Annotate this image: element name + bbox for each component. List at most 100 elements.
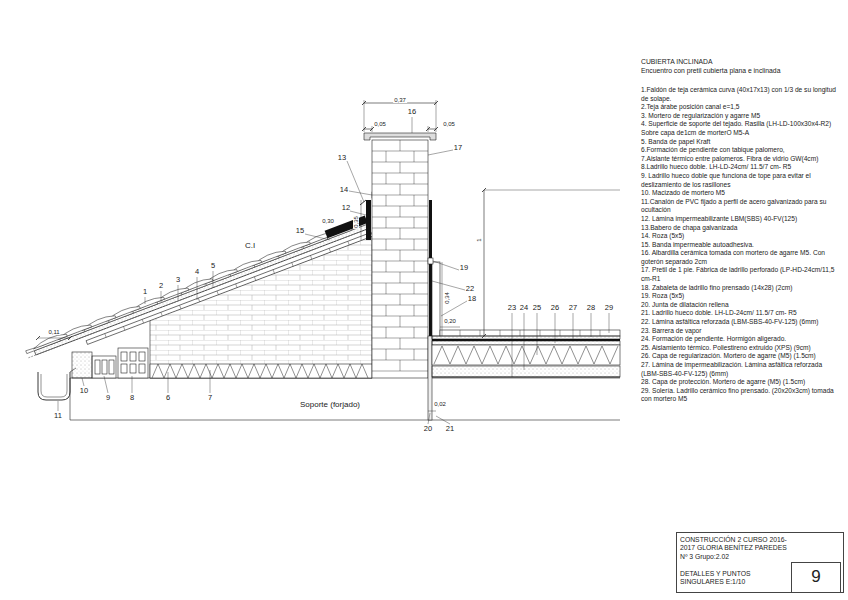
dimension-label: 0,20 (443, 318, 457, 324)
callout-number: 4 (195, 268, 199, 276)
callout-number: 19 (460, 264, 468, 272)
leader-line (609, 313, 610, 333)
mortar-bed (34, 224, 369, 355)
waterproof-sheet (366, 200, 371, 240)
leader-line (145, 297, 146, 304)
drawing-subtitle: Encuentro con pretil cubierta plana e in… (641, 67, 780, 76)
callout-number: 21 (446, 425, 454, 433)
roof-slope (24, 216, 373, 366)
brick-joint (414, 173, 415, 184)
brick-joint (414, 283, 415, 294)
tile-joint (460, 330, 461, 336)
chase (428, 258, 433, 264)
part-label: C.I (245, 242, 255, 250)
callout-number: 6 (166, 394, 170, 402)
brick-hole (130, 364, 136, 373)
leader-line (213, 271, 214, 288)
part-label: Soporte (forjado) (300, 401, 360, 409)
brick-joint (414, 217, 415, 228)
legend-item: 23. Barrera de vapor (641, 327, 841, 336)
rasilla-joint (236, 284, 237, 288)
tile-joint (520, 330, 521, 336)
gutter-bracket (70, 368, 76, 372)
brick-joint (400, 184, 401, 195)
callout-number: 25 (533, 304, 541, 312)
dimension-line (428, 129, 436, 130)
hollow-brick (118, 348, 148, 378)
protection-mortar (432, 336, 620, 339)
legend-item: 26. Capa de regularización. Mortero de a… (641, 352, 841, 361)
callout-number: 10 (80, 387, 88, 395)
title-block: CONSTRUCCIÓN 2 CURSO 2016-2017 GLORIA BE… (676, 532, 844, 593)
legend-item: 2.Teja árabe posición canal e=1,5 (641, 103, 841, 112)
callout-number: 23 (508, 304, 516, 312)
title-block-text: DETALLES Y PUNTOS SINGULARES E:1/10 (680, 570, 788, 587)
parapet-wall (372, 140, 428, 378)
glass-wool-insulation (152, 364, 368, 378)
slab-top (432, 378, 620, 379)
brick-joint (386, 283, 387, 294)
dimension-tick (68, 336, 72, 340)
legend-item: 10. Macizado de mortero M5 (641, 189, 841, 198)
dimension-tick (482, 334, 486, 338)
dimension-line (484, 190, 485, 336)
coping (364, 133, 436, 140)
extension-line (484, 190, 620, 191)
callout-number: 14 (340, 186, 348, 194)
dimension-tick (362, 127, 366, 131)
leader-line (537, 313, 538, 355)
insulation-band (150, 364, 372, 378)
brick-joint (386, 349, 387, 360)
dimension-label: 0,35 (353, 215, 359, 229)
leader-line (433, 261, 459, 270)
brick-joint (386, 327, 387, 338)
brick-skirting (432, 262, 440, 336)
legend-item: 19. Roza (5x5) (641, 292, 841, 301)
legend-item: 22. Lámina asfáltica reforzada (LBM-SBS-… (641, 318, 841, 327)
rasilla-joint (348, 241, 349, 245)
brick-hole (130, 352, 136, 361)
brick-hole (121, 364, 127, 373)
callout-number: 18 (468, 295, 476, 303)
callout-number: 28 (587, 304, 595, 312)
callout-number: 27 (569, 304, 577, 312)
dimension-tick (426, 127, 430, 131)
brick-joint (400, 272, 401, 283)
brick-joint (400, 316, 401, 327)
tile-joint (580, 330, 581, 336)
brick-joint (400, 338, 401, 349)
slab-bottom (70, 420, 620, 421)
dimension-line (442, 262, 443, 336)
legend-item: 5. Banda de papel Kraft (641, 138, 841, 147)
dimension-label: 1 (476, 237, 482, 242)
callout-number: 15 (296, 227, 304, 235)
legend-item: 17. Pretil de 1 pie. Fábrica de ladrillo… (641, 266, 841, 283)
leader-line (428, 413, 430, 424)
leader-line (305, 234, 330, 240)
legend-item: 20. Junta de dilatación rellena (641, 301, 841, 310)
leader-line (210, 370, 211, 393)
callout-number: 26 (551, 304, 559, 312)
legend-item: 11.Canalón de PVC fijado a perfil de ace… (641, 198, 841, 215)
legend-item: 7.Aislante térmico entre palomeros. Fibr… (641, 155, 841, 164)
levelling-mortar (432, 341, 620, 345)
leader-line (104, 376, 108, 393)
callout-number: 3 (176, 276, 180, 284)
legend-item: 1.Faldón de teja cerámica curva (40x17x1… (641, 86, 841, 103)
dimension-tick (434, 127, 438, 131)
extension-line (364, 100, 365, 132)
legend-item: 6.Formación de pendiente con tabique pal… (641, 146, 841, 155)
xps-zigzag (434, 346, 618, 364)
dimension-tick (482, 188, 486, 192)
brick-joint (414, 261, 415, 272)
dimension-tick (362, 101, 366, 105)
brick-joint (386, 151, 387, 162)
leader-line (432, 281, 465, 290)
leader-line (347, 161, 364, 202)
callout-number: 8 (130, 394, 134, 402)
dimension-tick (434, 101, 438, 105)
brick-joint (400, 140, 401, 151)
tile-joint (540, 330, 541, 336)
dimension-tick (36, 336, 40, 340)
